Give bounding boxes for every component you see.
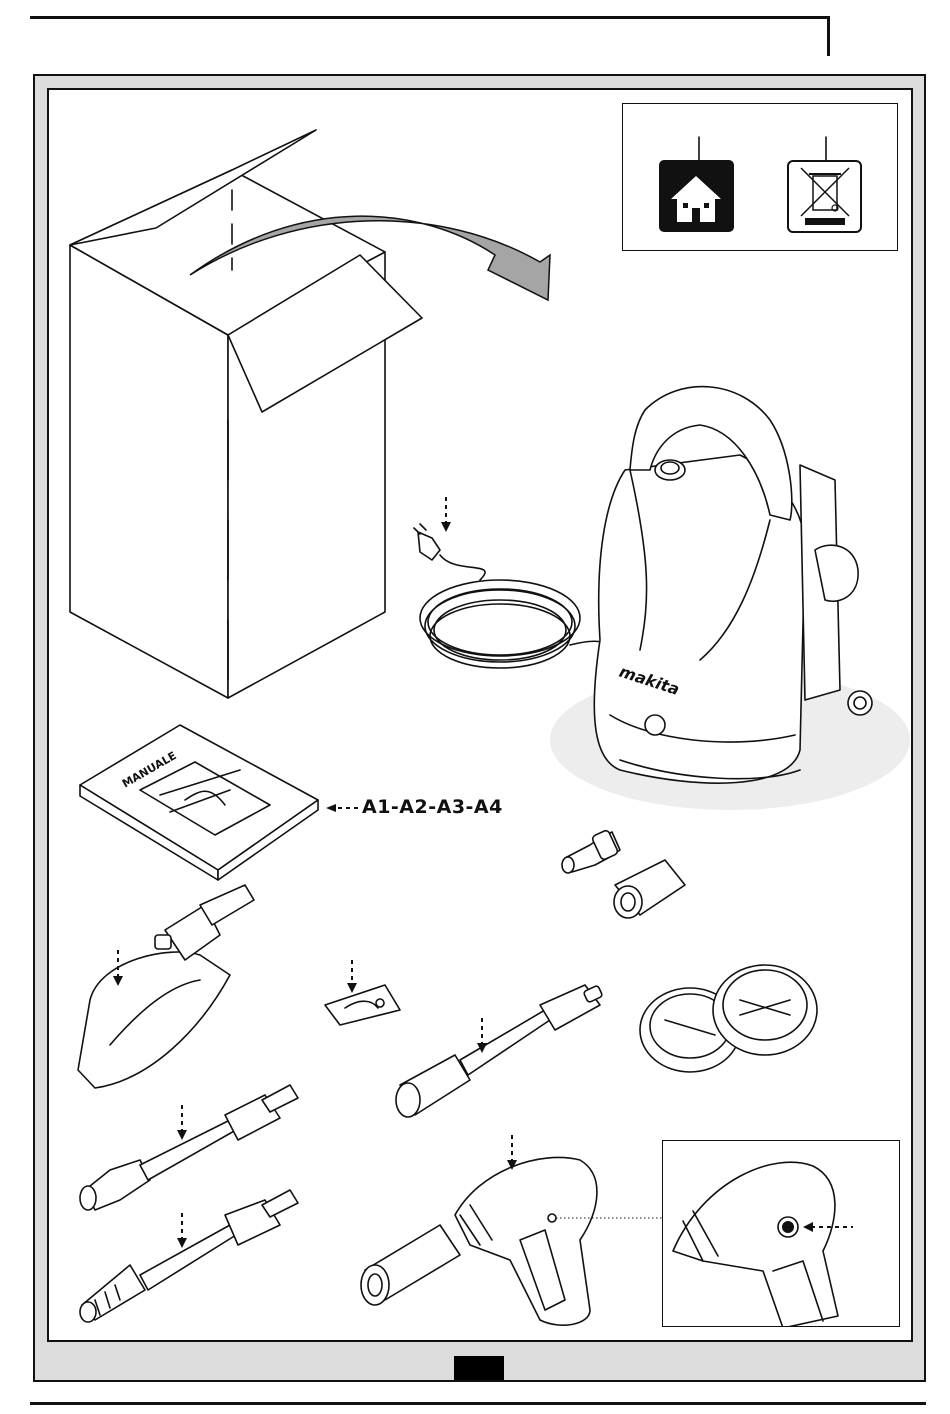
hose-adapters xyxy=(562,829,685,918)
foam-nozzle xyxy=(78,885,254,1088)
pressure-washer xyxy=(550,387,910,810)
indoor-storage-icon xyxy=(659,160,734,232)
lance-adjustable xyxy=(396,985,603,1117)
page-number-tab xyxy=(454,1356,504,1380)
detail-inset-art xyxy=(663,1141,900,1327)
symbol-panel-art xyxy=(623,104,899,252)
manual-reference-label: A1-A2-A3-A4 xyxy=(362,796,503,818)
power-cord xyxy=(414,497,612,668)
detail-inset xyxy=(662,1140,900,1327)
crossed-out-wheelie-bin-icon xyxy=(788,161,861,232)
footer-rule xyxy=(30,1402,926,1405)
symbol-panel xyxy=(622,103,898,251)
trigger-gun xyxy=(361,1135,662,1325)
detergent-caps xyxy=(640,965,817,1072)
lance-standard xyxy=(80,1085,298,1210)
needle-bag xyxy=(325,960,400,1025)
instruction-manual xyxy=(80,725,318,880)
lance-rotating xyxy=(80,1190,298,1322)
shipping-box xyxy=(70,130,422,698)
